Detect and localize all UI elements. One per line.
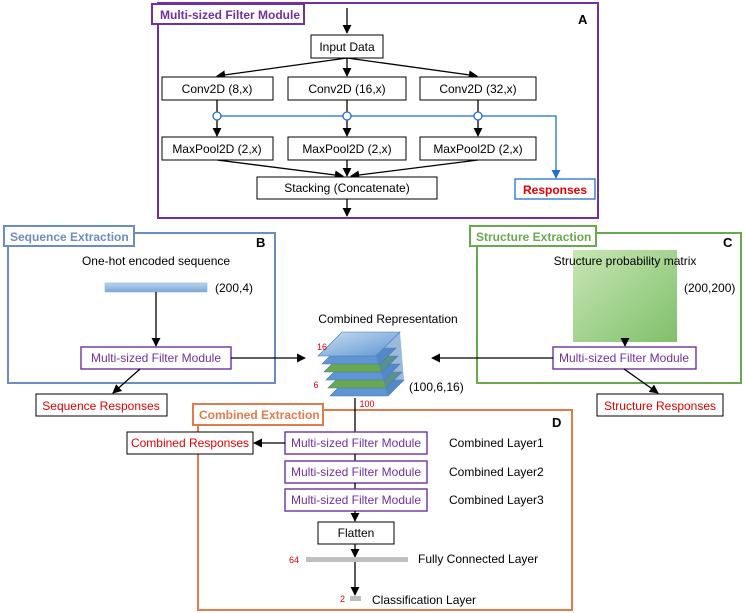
struct-responses-label: Structure Responses xyxy=(604,399,716,413)
panel-c-title: Structure Extraction xyxy=(476,230,591,244)
tensor-side-face xyxy=(376,332,404,396)
branch-node-1 xyxy=(212,111,222,121)
panel-a-multi-sized-filter-module: Multi-sized Filter Module A Input Data C… xyxy=(151,2,599,219)
combined-module-label-2: Multi-sized Filter Module xyxy=(291,465,421,479)
panel-b-title: Sequence Extraction xyxy=(10,230,129,244)
arrow-input-conv3 xyxy=(346,57,478,80)
fc-label: Fully Connected Layer xyxy=(418,552,538,566)
seq-responses-label: Sequence Responses xyxy=(42,399,159,413)
dim-depth: 16 xyxy=(317,342,327,352)
panel-b-sequence-extraction: Sequence Extraction B One-hot encoded se… xyxy=(3,225,306,417)
arrow-struct-responses xyxy=(623,368,659,394)
responses-label: Responses xyxy=(523,183,587,197)
panel-d-letter: D xyxy=(552,415,561,430)
panel-a-title-box xyxy=(151,3,305,25)
panel-b-letter: B xyxy=(256,235,265,250)
stacking-label: Stacking (Concatenate) xyxy=(284,181,409,195)
fully-connected-bar xyxy=(306,557,408,562)
combined-module-label-3: Multi-sized Filter Module xyxy=(291,493,421,507)
panel-a-frame xyxy=(157,2,599,219)
panel-b-title-box xyxy=(3,225,135,247)
combined-rep-shape: (100,6,16) xyxy=(409,380,464,394)
pool-label-2: MaxPool2D (2,x) xyxy=(302,142,391,156)
arrow-input-conv1 xyxy=(216,57,348,80)
panel-b-frame xyxy=(7,232,276,384)
dim-height: 6 xyxy=(313,380,318,390)
pool-label-3: MaxPool2D (2,x) xyxy=(433,142,522,156)
cls-units: 2 xyxy=(340,594,345,604)
combined-layer-2: Combined Layer2 xyxy=(449,465,544,479)
panel-c-letter: C xyxy=(723,235,733,250)
seq-responses-box xyxy=(35,393,168,417)
panel-c-structure-extraction: Structure Extraction C Structure probabi… xyxy=(431,225,742,417)
branch-node-2 xyxy=(342,111,352,121)
arrow-seq-responses xyxy=(112,368,141,394)
conv-label-2: Conv2D (16,x) xyxy=(308,82,385,96)
classification-bar xyxy=(350,596,361,601)
arrow-pool3-stack xyxy=(350,159,479,180)
panel-d-title: Combined Extraction xyxy=(199,408,320,422)
one-hot-sequence-bar xyxy=(104,282,208,293)
combined-rep-title: Combined Representation xyxy=(318,312,457,326)
structure-probability-matrix xyxy=(573,250,677,342)
pool-label-1: MaxPool2D (2,x) xyxy=(172,142,261,156)
fc-units: 64 xyxy=(289,555,299,565)
one-hot-shape: (200,4) xyxy=(215,281,253,295)
combined-representation: Combined Representation 16 6 100 (100,6,… xyxy=(313,312,463,409)
panel-d-frame xyxy=(197,409,573,611)
conv-label-3: Conv2D (32,x) xyxy=(439,82,516,96)
panel-a-title: Multi-sized Filter Module xyxy=(160,8,300,22)
panel-a-letter: A xyxy=(578,12,588,27)
flatten-label: Flatten xyxy=(338,526,375,540)
cls-label: Classification Layer xyxy=(372,593,476,607)
input-data-label: Input Data xyxy=(319,40,375,54)
panel-d-combined-extraction: Combined Extraction D Multi-sized Filter… xyxy=(126,398,573,611)
structure-caption: Structure probability matrix xyxy=(554,254,697,268)
structure-shape: (200,200) xyxy=(684,281,735,295)
combined-responses-box xyxy=(126,431,254,455)
combined-tensor-stack xyxy=(317,331,405,397)
branch-node-3 xyxy=(473,111,483,121)
flatten-box xyxy=(317,521,395,545)
combined-layer-3: Combined Layer3 xyxy=(449,493,544,507)
panel-c-title-box xyxy=(469,225,597,247)
dim-width: 100 xyxy=(359,399,374,409)
combined-module-box-2 xyxy=(284,460,428,484)
responses-box xyxy=(514,178,596,200)
seq-filter-module-label: Multi-sized Filter Module xyxy=(91,351,221,365)
panel-c-frame xyxy=(476,232,742,384)
combined-layer-1: Combined Layer1 xyxy=(449,436,544,450)
combined-module-label-1: Multi-sized Filter Module xyxy=(291,436,421,450)
struct-responses-box xyxy=(596,393,724,417)
panel-d-title-box xyxy=(192,403,324,426)
arrow-pool1-stack xyxy=(216,159,344,180)
responses-branch-line xyxy=(217,115,561,179)
one-hot-caption: One-hot encoded sequence xyxy=(82,254,230,268)
combined-responses-label: Combined Responses xyxy=(131,436,249,450)
combined-module-box-3 xyxy=(284,488,428,512)
conv-label-1: Conv2D (8,x) xyxy=(182,82,253,96)
struct-filter-module-label: Multi-sized Filter Module xyxy=(559,351,689,365)
